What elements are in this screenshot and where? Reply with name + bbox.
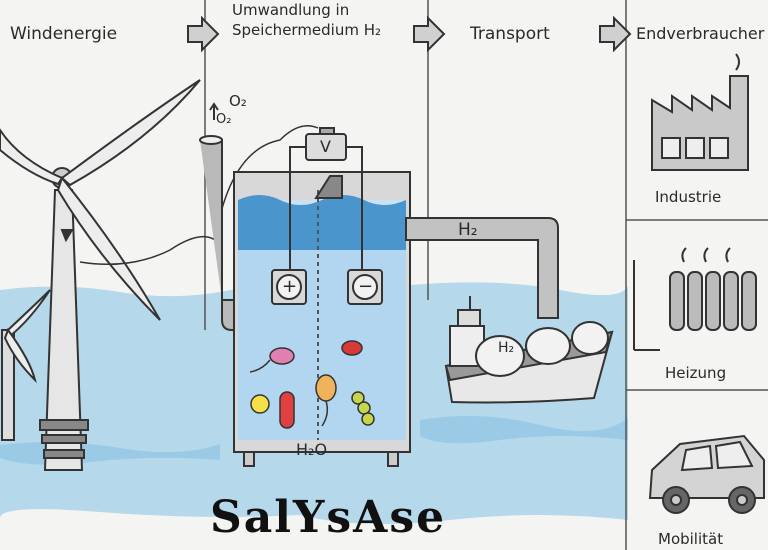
h2-ship-label: H₂: [498, 340, 515, 356]
o2-top-label: O₂: [229, 92, 247, 110]
brand-title: SalYsAse: [210, 492, 447, 543]
header-umwandlung-line2: Speichermedium H₂: [232, 21, 382, 39]
consumer-label-heizung: Heizung: [665, 364, 727, 382]
wind-turbine-icon: [0, 79, 201, 471]
ship-icon: [444, 296, 614, 404]
radiator-icon: [633, 247, 757, 351]
electrolyzer-tank-icon: [233, 127, 411, 467]
car-icon: [648, 434, 765, 514]
minus-label: −: [358, 276, 374, 297]
header-windenergie: Windenergie: [10, 24, 118, 44]
h2o-label: H₂O: [296, 440, 328, 459]
h2-pipe: [405, 217, 559, 319]
o2-pipe-label: O₂: [216, 112, 232, 127]
microbes: [249, 340, 375, 429]
voltmeter-label: V: [320, 137, 331, 156]
factory-icon: [651, 53, 749, 171]
header-endverbraucher: Endverbraucher: [636, 24, 765, 43]
consumer-label-industrie: Industrie: [655, 188, 722, 206]
h2-pipe-label: H₂: [458, 220, 478, 240]
header-transport: Transport: [470, 24, 550, 44]
arrow-icons: [187, 15, 632, 53]
header-umwandlung-line1: Umwandlung in: [232, 1, 350, 19]
plus-label: +: [282, 276, 298, 297]
consumer-label-mobilitaet: Mobilität: [658, 530, 724, 548]
